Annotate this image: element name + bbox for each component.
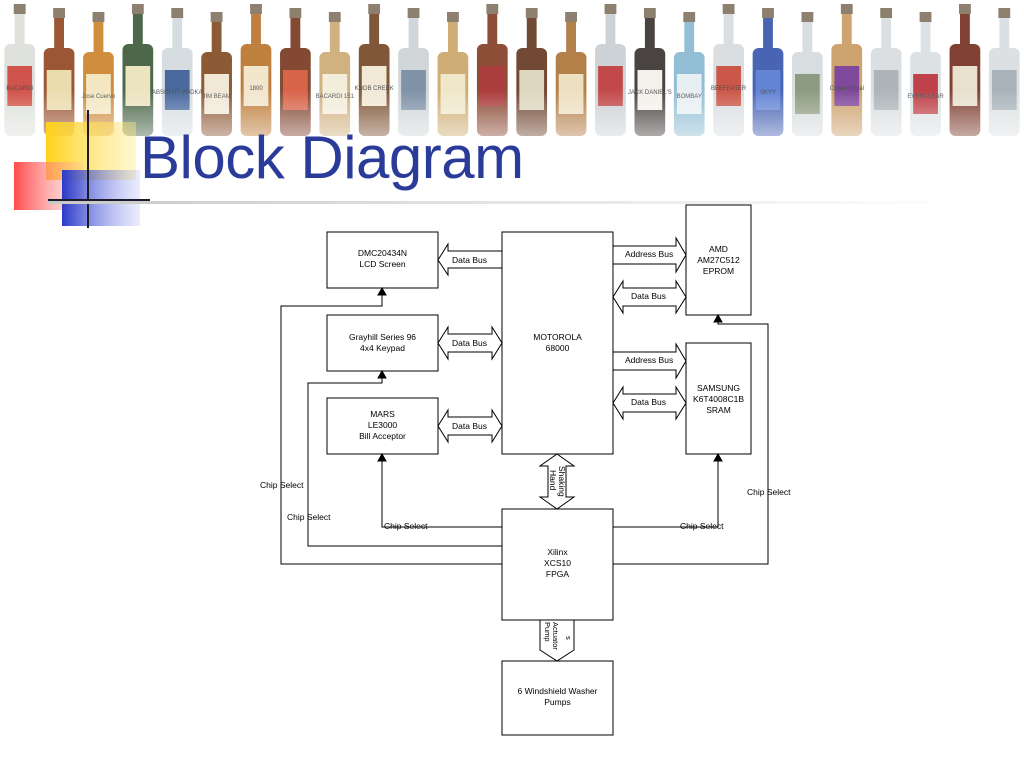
handshaking-label-1: Hand [548,470,558,491]
eprom-address-bus-arrow [612,236,687,274]
lcd-data-bus-label: Data Bus [452,255,487,265]
sram-block: SAMSUNG K6T4008C1B SRAM [685,342,752,455]
fpga-line-1: Xilinx [547,547,568,557]
fpga-line-2: XCS10 [544,558,571,568]
lcd-data-bus-arrow [437,242,503,277]
keypad-line-1: Grayhill Series 96 [349,332,416,342]
svg-text:BEEFEATER: BEEFEATER [711,86,747,92]
eprom-block: AMD AM27C512 EPROM [685,204,752,316]
lcd-chip-select-label: Chip Select [260,480,304,490]
eprom-chip-select-arrowhead [713,313,723,323]
slide-title: Block Diagram [140,124,524,191]
svg-text:KNOB CREEK: KNOB CREEK [354,86,393,92]
eprom-address-bus-label: Address Bus [625,249,673,259]
keypad-chip-select-label: Chip Select [287,512,331,522]
eprom-line-3: EPROM [703,266,734,276]
eprom-line-2: AM27C512 [697,255,740,265]
pump-actuators-label-1: Pump [543,622,552,642]
cpu-block: MOTOROLA 68000 [501,231,614,455]
mars-line-3: Bill Acceptor [359,431,406,441]
blue-square [62,170,140,226]
svg-text:BACARDI: BACARDI [6,86,33,92]
pump-actuators-label-3: s [564,636,573,640]
keypad-block: Grayhill Series 96 4x4 Keypad [326,314,439,372]
keypad-data-bus-label: Data Bus [452,338,487,348]
sram-line-3: SRAM [706,405,731,415]
keypad-chip-select-wire [307,375,502,547]
lcd-block: DMC20434N LCD Screen [326,231,439,289]
eprom-data-bus-label: Data Bus [631,291,666,301]
mars-data-bus-arrow [437,408,503,444]
cpu-line-2: 68000 [546,343,570,353]
sram-chip-select-wire [613,458,719,528]
lcd-chip-select-wire [280,292,502,565]
title-underline [48,201,968,204]
sram-address-bus-label: Address Bus [625,355,673,365]
sram-line-2: K6T4008C1B [693,394,744,404]
sram-data-bus-arrow [612,385,687,421]
pump-actuators-label-2: Actuator [551,622,560,650]
svg-text:Crown Royal: Crown Royal [830,86,864,92]
keypad-data-bus-arrow [437,325,503,361]
svg-text:1800: 1800 [249,86,263,92]
sram-chip-select-arrowhead [713,452,723,462]
sram-chip-select-label: Chip Select [680,521,724,531]
handshaking-arrow [538,453,576,510]
title-decoration [14,110,150,228]
pump-actuators-arrow [539,619,575,662]
sram-address-bus-arrow [612,342,687,380]
handshaking-label-2: Shaking [557,466,567,497]
lcd-chip-select-arrowhead [377,286,387,296]
pumps-block: 6 Windshield Washer Pumps [501,660,614,736]
eprom-data-bus-arrow [612,279,687,315]
mars-block: MARS LE3000 Bill Acceptor [326,397,439,455]
eprom-line-1: AMD [709,244,728,254]
fpga-block: Xilinx XCS10 FPGA [501,508,614,621]
mars-chip-select-label: Chip Select [384,521,428,531]
pumps-line-2: Pumps [544,697,570,707]
mars-data-bus-label: Data Bus [452,421,487,431]
cpu-line-1: MOTOROLA [533,332,582,342]
mars-chip-select-arrowhead [377,452,387,462]
mars-line-2: LE3000 [368,420,398,430]
mars-line-1: MARS [370,409,395,419]
mars-chip-select-wire [381,458,502,528]
keypad-line-2: 4x4 Keypad [360,343,405,353]
keypad-chip-select-arrowhead [377,369,387,379]
lcd-line-1: DMC20434N [358,248,407,258]
eprom-chip-select-label: Chip Select [747,487,791,497]
fpga-line-3: FPGA [546,569,569,579]
sram-line-1: SAMSUNG [697,383,740,393]
bottle-banner-image: BACARDIJose CuervoABSOLUT VODKAJIM BEAM1… [0,4,1024,140]
lcd-line-2: LCD Screen [359,259,406,269]
pumps-line-1: 6 Windshield Washer [518,686,598,696]
sram-data-bus-label: Data Bus [631,397,666,407]
